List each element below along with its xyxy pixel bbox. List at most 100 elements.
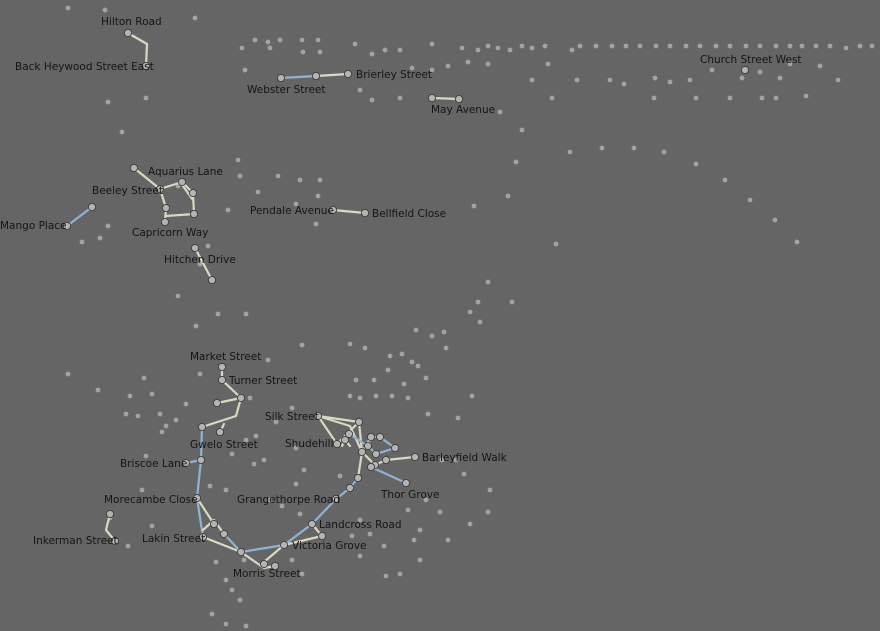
road-node[interactable]: [217, 375, 227, 385]
road-node[interactable]: [236, 393, 246, 403]
road-node[interactable]: [381, 455, 391, 465]
label-capricorn-way[interactable]: Capricorn Way: [132, 227, 208, 239]
road-node[interactable]: [192, 493, 202, 503]
road-node[interactable]: [197, 422, 207, 432]
map-point: [405, 395, 411, 401]
road-node[interactable]: [236, 547, 246, 557]
map-point: [382, 47, 388, 53]
road-node[interactable]: [311, 71, 321, 81]
road-node[interactable]: [181, 458, 191, 468]
road-node[interactable]: [123, 28, 133, 38]
road-node[interactable]: [155, 184, 165, 194]
road-node[interactable]: [375, 432, 385, 442]
label-grangethorpe-road[interactable]: Grangethorpe Road: [237, 494, 340, 506]
road-node[interactable]: [328, 205, 338, 215]
label-morris-street[interactable]: Morris Street: [233, 568, 301, 580]
road-node[interactable]: [390, 443, 400, 453]
road-node[interactable]: [343, 69, 353, 79]
road-node[interactable]: [219, 529, 229, 539]
label-hilton-road[interactable]: Hilton Road: [101, 16, 162, 28]
road-node[interactable]: [62, 221, 72, 231]
road-node[interactable]: [141, 61, 151, 71]
label-aquarius-lane[interactable]: Aquarius Lane: [148, 166, 223, 178]
label-lakin-street[interactable]: Lakin Street: [142, 533, 205, 545]
map-point: [215, 311, 221, 317]
road-node[interactable]: [331, 494, 341, 504]
road-node[interactable]: [196, 455, 206, 465]
road-node[interactable]: [276, 73, 286, 83]
road-node[interactable]: [353, 473, 363, 483]
road-node[interactable]: [160, 217, 170, 227]
label-shudehill[interactable]: Shudehill: [285, 438, 334, 450]
map-point: [443, 345, 449, 351]
road-node[interactable]: [454, 94, 464, 104]
road-node[interactable]: [129, 163, 139, 173]
label-webster-street[interactable]: Webster Street: [247, 84, 326, 96]
road-node[interactable]: [87, 202, 97, 212]
road-node[interactable]: [332, 439, 342, 449]
label-barleyfield-walk[interactable]: Barleyfield Walk: [422, 452, 508, 464]
label-inkerman-street[interactable]: Inkerman Street: [33, 535, 118, 547]
label-morecambe-close[interactable]: Morecambe Close: [104, 494, 198, 506]
label-victoria-grove[interactable]: Victoria Grove: [292, 540, 367, 552]
road-node[interactable]: [340, 435, 350, 445]
road-node[interactable]: [371, 449, 381, 459]
label-back-heywood-street-east[interactable]: Back Heywood Street East: [15, 61, 154, 73]
road-node[interactable]: [190, 243, 200, 253]
label-turner-street[interactable]: Turner Street: [228, 375, 297, 387]
map-point: [413, 327, 419, 333]
road-node[interactable]: [207, 275, 217, 285]
road-node[interactable]: [217, 362, 227, 372]
road-node[interactable]: [209, 519, 219, 529]
road-node[interactable]: [177, 177, 187, 187]
road-node[interactable]: [188, 188, 198, 198]
road-node[interactable]: [366, 462, 376, 472]
road-node[interactable]: [401, 478, 411, 488]
road-node[interactable]: [354, 417, 364, 427]
label-brierley-street[interactable]: Brierley Street: [356, 69, 432, 81]
label-hitchen-drive[interactable]: Hitchen Drive: [164, 254, 236, 266]
road-node[interactable]: [360, 208, 370, 218]
map-point: [247, 395, 253, 401]
label-silk-street[interactable]: Silk Street: [265, 411, 319, 423]
map-point: [757, 69, 763, 75]
road-node[interactable]: [740, 65, 750, 75]
road-node[interactable]: [212, 398, 222, 408]
label-mango-place[interactable]: Mango Place: [0, 220, 67, 232]
label-market-street[interactable]: Market Street: [190, 351, 261, 363]
map-point: [265, 39, 271, 45]
road-node[interactable]: [344, 429, 354, 439]
road-node[interactable]: [357, 447, 367, 457]
label-beeley-street[interactable]: Beeley Street: [92, 185, 163, 197]
road-node[interactable]: [317, 531, 327, 541]
label-gwelo-street[interactable]: Gwelo Street: [190, 439, 258, 451]
road-node[interactable]: [198, 532, 208, 542]
road-node[interactable]: [313, 411, 323, 421]
road-node[interactable]: [105, 509, 115, 519]
road-node[interactable]: [270, 561, 280, 571]
road-node[interactable]: [259, 559, 269, 569]
road-node[interactable]: [279, 540, 289, 550]
label-landcross-road[interactable]: Landcross Road: [319, 519, 402, 531]
road-node[interactable]: [427, 93, 437, 103]
label-pendale-avenue[interactable]: Pendale Avenue: [250, 205, 334, 217]
road-node[interactable]: [366, 432, 376, 442]
label-bellfield-close[interactable]: Bellfield Close: [372, 208, 446, 220]
road-node[interactable]: [215, 427, 225, 437]
label-may-avenue[interactable]: May Avenue: [431, 104, 495, 116]
road-node[interactable]: [363, 441, 373, 451]
road-node[interactable]: [345, 483, 355, 493]
map-point: [229, 587, 235, 593]
road-node[interactable]: [410, 452, 420, 462]
label-church-street-west[interactable]: Church Street West: [700, 54, 802, 66]
label-briscoe-lane[interactable]: Briscoe Lane: [120, 458, 187, 470]
road-node[interactable]: [110, 536, 120, 546]
minor-road-segment: [331, 208, 367, 215]
road-node[interactable]: [161, 203, 171, 213]
road-node[interactable]: [189, 209, 199, 219]
map-point: [409, 65, 415, 71]
road-node[interactable]: [307, 519, 317, 529]
label-thor-grove[interactable]: Thor Grove: [380, 489, 439, 501]
